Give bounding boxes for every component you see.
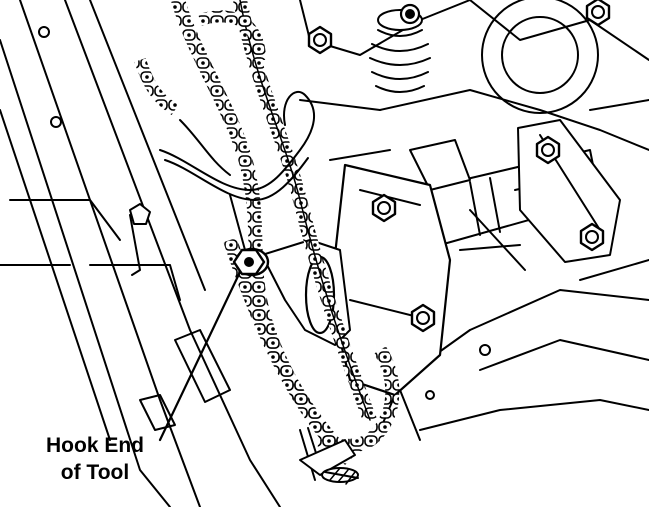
hook-end-bolt	[232, 247, 270, 277]
callout-label-line1: Hook End	[46, 434, 144, 457]
callout-label: Hook End of Tool	[20, 432, 170, 486]
hook-tool	[159, 90, 359, 485]
valve-spring	[369, 3, 431, 93]
timing-cover	[0, 0, 281, 507]
callout-label-line2: of Tool	[60, 461, 130, 484]
callout-leader-line	[158, 270, 242, 442]
